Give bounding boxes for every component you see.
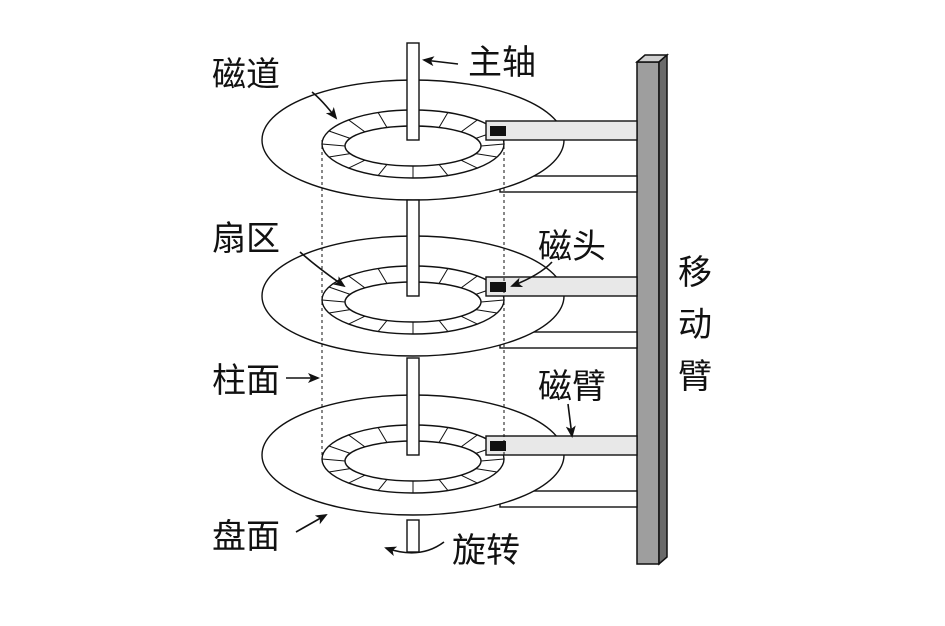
head-1	[490, 126, 506, 136]
sector-divider	[377, 164, 388, 176]
sector-divider	[328, 309, 351, 314]
sector-divider	[475, 153, 498, 158]
arrow-rotation	[384, 541, 445, 557]
sector-divider	[460, 474, 478, 484]
sector-divider	[438, 479, 449, 491]
sector-divider	[438, 112, 449, 128]
arrow-head	[510, 261, 553, 287]
sector-divider	[480, 143, 505, 147]
platter-stack	[261, 79, 638, 516]
sector-divider	[348, 275, 366, 289]
sector-divider	[460, 434, 478, 448]
arm-upper-2	[485, 276, 638, 297]
arrow-platter-surface	[295, 514, 328, 533]
arrow-sector	[299, 251, 346, 288]
sector-divider	[328, 468, 351, 473]
sector-divider	[348, 119, 366, 133]
spindle-segment-2	[406, 199, 420, 297]
sector-divider	[377, 112, 388, 128]
label-spindle: 主轴	[468, 43, 536, 83]
arrow-track	[311, 91, 338, 120]
label-head: 磁头	[538, 227, 606, 267]
label-track: 磁道	[212, 55, 280, 95]
sector-divider	[460, 275, 478, 289]
sector-divider	[475, 309, 498, 314]
sector-divider	[348, 159, 366, 169]
sector-divider	[377, 479, 388, 491]
spindle	[406, 42, 420, 553]
label-platter-surface: 盘面	[212, 517, 280, 557]
sector-divider	[438, 320, 449, 332]
sector-divider	[438, 427, 449, 443]
arm-upper-1	[485, 120, 638, 141]
sector-divider	[475, 468, 498, 473]
actuator-bar	[635, 53, 669, 566]
sector-divider	[377, 320, 388, 332]
svg-text:动: 动	[678, 305, 712, 345]
platter-3	[261, 394, 638, 516]
sector-divider	[321, 458, 346, 462]
spindle-segment-1	[406, 42, 420, 141]
arrow-spindle	[422, 56, 459, 67]
label-rotation: 旋转	[452, 531, 520, 571]
sector-divider	[377, 268, 388, 284]
sector-divider	[321, 143, 346, 147]
head-2	[490, 282, 506, 292]
sector-divider	[460, 119, 478, 133]
sector-divider	[480, 458, 505, 462]
sector-divider	[438, 268, 449, 284]
sector-divider	[480, 299, 505, 303]
arm-upper-3	[485, 435, 638, 456]
label-cylinder: 柱面	[212, 361, 280, 401]
sector-divider	[460, 159, 478, 169]
spindle-segment-4	[406, 519, 420, 553]
sector-divider	[321, 299, 346, 303]
svg-text:臂: 臂	[678, 357, 712, 397]
label-arm: 磁臂	[538, 367, 606, 407]
sector-divider	[328, 445, 351, 454]
label-sector: 扇区	[212, 219, 280, 259]
arrow-arm	[565, 403, 576, 438]
spindle-segment-3	[406, 357, 420, 456]
label-actuator: 移 动 臂	[678, 253, 712, 397]
svg-text:移: 移	[678, 253, 712, 293]
sector-divider	[348, 315, 366, 325]
sector-divider	[438, 164, 449, 176]
head-3	[490, 441, 506, 451]
sector-divider	[460, 315, 478, 325]
sector-divider	[328, 153, 351, 158]
sector-divider	[348, 434, 366, 448]
sector-divider	[348, 474, 366, 484]
sector-divider	[328, 130, 351, 139]
sector-divider	[377, 427, 388, 443]
sector-divider	[328, 286, 351, 295]
